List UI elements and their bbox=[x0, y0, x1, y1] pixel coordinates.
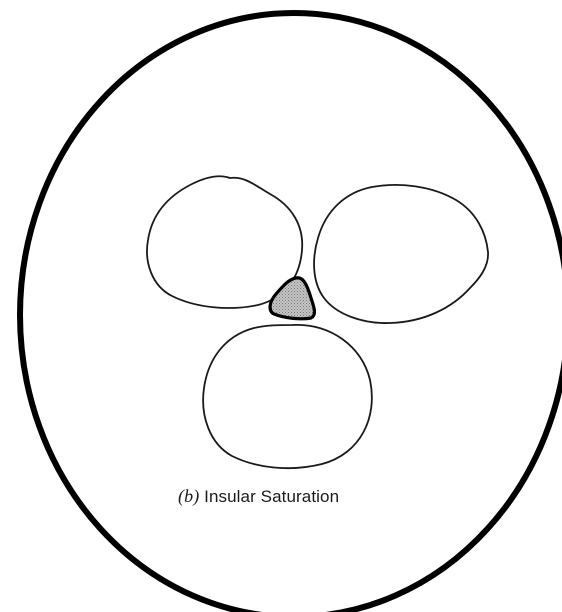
outer-boundary-circle bbox=[17, 10, 562, 612]
caption-text: Insular Saturation bbox=[204, 487, 340, 506]
sand-grain-bottom bbox=[202, 324, 373, 469]
sand-grain-upper-left bbox=[146, 175, 304, 309]
figure-caption: (b) Insular Saturation bbox=[178, 486, 458, 507]
insular-fluid-blob bbox=[268, 276, 317, 321]
caption-label: (b) bbox=[178, 486, 200, 506]
sand-grain-upper-right bbox=[313, 184, 489, 324]
